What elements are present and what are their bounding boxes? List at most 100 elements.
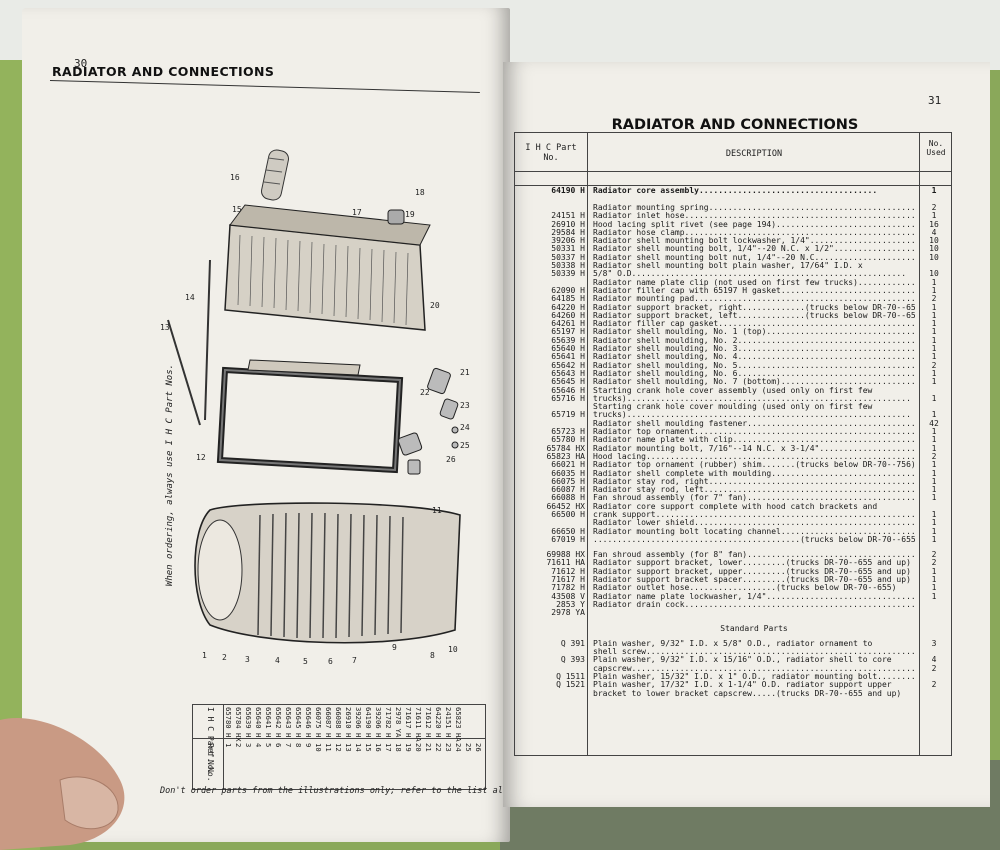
reference-table-divider [193, 738, 485, 739]
qty-column-header: No. Used [926, 139, 946, 157]
table-row: Radiator shell moulding fastener........… [515, 418, 951, 428]
part-number: 65719 H [551, 410, 585, 420]
part-description: Hood lacing.............................… [593, 452, 915, 461]
part-number: 50331 H [551, 244, 585, 254]
part-number: 66075 H [551, 476, 585, 486]
reference-number: 17 [384, 743, 393, 752]
part-number: 65640 H [551, 344, 585, 354]
quantity-used: 1 [931, 493, 937, 503]
exploded-diagram: 1 2 3 4 5 6 7 8 9 10 11 12 13 14 15 16 1… [160, 149, 470, 666]
part-description: Standard Parts [720, 624, 788, 633]
callout-24: 24 [460, 423, 470, 432]
reference-part-number: 71782 H [384, 707, 393, 738]
quantity-used: 42 [929, 418, 939, 428]
part-description: Hood lacing split rivet (see page 194)..… [593, 220, 915, 229]
illustration-footer: Don't order parts from the illustrations… [160, 786, 514, 796]
part-number: 66452 HX [546, 501, 585, 511]
part-description: Fan shroud assembly (for 8" fan)........… [593, 551, 915, 560]
reference-table-header: Ref. No. I H C Part No. [193, 705, 224, 789]
quantity-used: 1 [931, 302, 937, 312]
table-row: bracket to lower bracket capscrew.....(t… [515, 690, 951, 698]
part-number: 66500 H [551, 509, 585, 519]
part-description: Radiator shell moulding fastener........… [593, 419, 915, 428]
part-number: 65780 H [551, 435, 585, 445]
part-description: Radiator name plate lockwasher, 1/4"....… [593, 592, 915, 601]
quantity-used: 1 [931, 344, 937, 354]
table-row: 66452 HX Radiator core support complete w… [515, 501, 951, 511]
hose-illustration [261, 149, 289, 201]
reference-number: 12 [334, 743, 343, 752]
quantity-used: 1 [931, 393, 937, 403]
quantity-used: 2 [931, 360, 937, 370]
quantity-used: 2 [931, 451, 937, 461]
callout-19: 19 [405, 210, 415, 219]
callout-1: 1 [202, 651, 207, 660]
part-number: 26910 H [551, 219, 585, 229]
part-description: Radiator mounting bolt locating channel.… [593, 527, 915, 536]
parts-table: I H C Part No. DESCRIPTION No. Used 6419… [514, 132, 952, 756]
part-number: 65646 H [551, 385, 585, 395]
callout-25: 25 [460, 441, 470, 450]
table-row: 50339 H 5/8" O.D........................… [515, 269, 951, 279]
part-number: Q 1511 [556, 672, 585, 682]
reference-table-entry: 26 [474, 707, 485, 787]
reference-number: 1 [224, 743, 233, 748]
callout-22: 22 [420, 388, 430, 397]
part-description: Radiator core support complete with hood… [593, 502, 878, 511]
part-number: 50339 H [551, 269, 585, 279]
table-row: 65823 HA Hood lacing.....................… [515, 451, 951, 461]
part-number: 64185 H [551, 294, 585, 304]
part-number: 67019 H [551, 534, 585, 544]
part-description: Radiator shell moulding, No. 1 (top)....… [593, 328, 915, 337]
quantity-used: 4 [931, 227, 937, 237]
part-number: 65823 HA [546, 451, 585, 461]
quantity-used: 1 [931, 485, 937, 495]
part-description: Plain washer, 15/32" I.D. x 1" O.D., rad… [593, 673, 915, 682]
callout-20: 20 [430, 301, 440, 310]
quantity-used: 1 [931, 575, 937, 585]
reference-part-number: 71612 H [424, 707, 433, 738]
table-row: Radiator name plate clip (not used on fi… [515, 278, 951, 287]
reference-part-number: 65823 HA [454, 707, 463, 742]
part-description: Radiator support bracket, upper.........… [593, 567, 911, 576]
quantity-used: 1 [931, 368, 937, 378]
table-row [515, 618, 951, 625]
part-number: Q 393 [560, 655, 585, 665]
part-description: Radiator outlet hose..................(t… [593, 584, 897, 593]
radiator-core-illustration [224, 204, 431, 331]
part-no-column-header: I H C Part No. [525, 143, 577, 163]
callout-labels: 1 2 3 4 5 6 7 8 9 10 11 12 13 14 15 16 1… [160, 173, 470, 666]
reference-part-number: 39206 H [354, 707, 363, 738]
callout-23: 23 [460, 401, 470, 410]
part-description: Radiator stay rod, right................… [593, 477, 915, 486]
table-row: 65716 H trucks).........................… [515, 393, 951, 403]
description-column-header: DESCRIPTION [725, 149, 783, 159]
reference-number: 7 [284, 743, 293, 748]
parts-table-first-rule [515, 185, 951, 186]
quantity-used: 1 [931, 566, 937, 576]
reference-number: 6 [274, 743, 283, 748]
table-row: 67019 H.................................… [515, 534, 951, 544]
quantity-used: 1 [931, 211, 937, 221]
reference-number: 16 [374, 743, 383, 752]
quantity-used: 1 [931, 583, 937, 593]
part-description: Plain washer, 17/32" I.D. x 1-1/4" O.D. … [593, 681, 892, 690]
quantity-used: 4 [931, 655, 937, 665]
quantity-used: 1 [931, 327, 937, 337]
quantity-used: 3 [931, 638, 937, 648]
reference-part-number: 65643 H [284, 707, 293, 738]
part-number: 39206 H [551, 236, 585, 246]
part-description: Radiator name plate with clip...........… [593, 436, 915, 445]
callout-11: 11 [432, 506, 442, 515]
callout-6: 6 [328, 657, 333, 666]
part-number: 71782 H [551, 583, 585, 593]
table-row: Standard Parts [515, 625, 951, 633]
